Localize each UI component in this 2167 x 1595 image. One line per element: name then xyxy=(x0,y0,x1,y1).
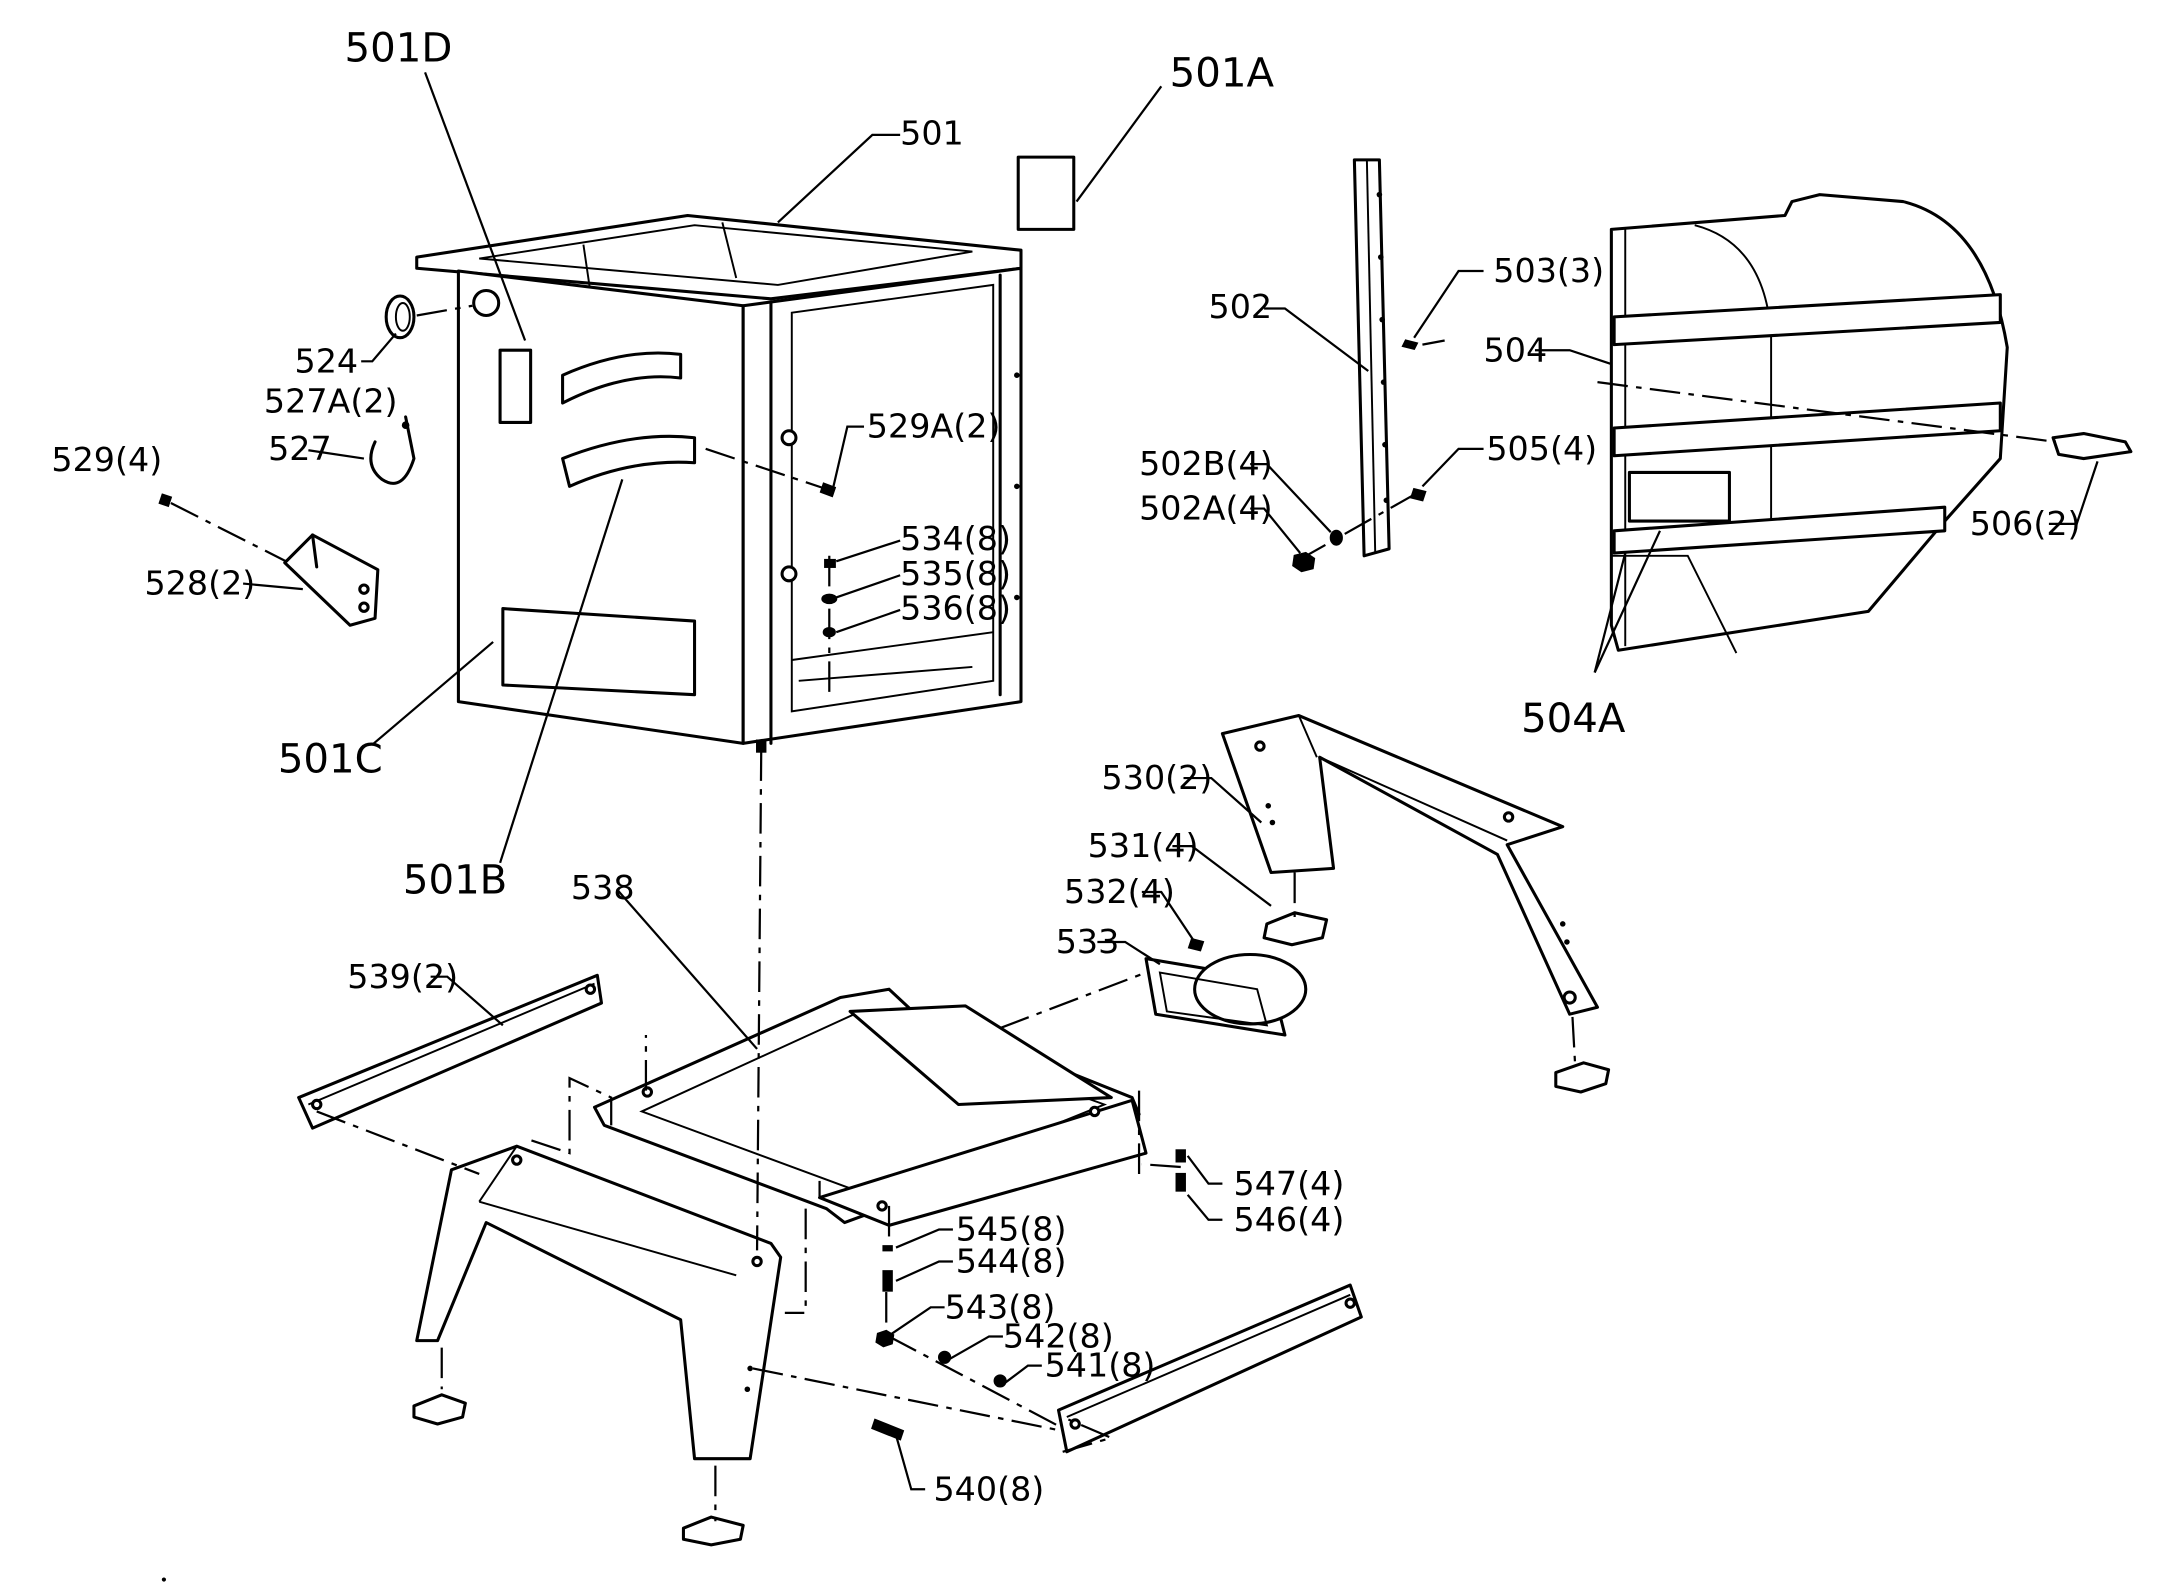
label-534: 534(8) xyxy=(900,519,1011,558)
assembly-lines xyxy=(170,304,2057,1522)
label-504a: 504A xyxy=(1521,696,1626,742)
label-527a: 527A(2) xyxy=(264,382,398,421)
foot-left-a xyxy=(412,1393,467,1426)
label-502: 502 xyxy=(1209,287,1273,326)
label-541: 541(8) xyxy=(1045,1346,1156,1385)
leg-left xyxy=(415,1144,783,1461)
base-frame-538 xyxy=(593,987,1148,1227)
label-501d: 501D xyxy=(344,25,452,71)
label-530: 530(2) xyxy=(1102,758,1213,797)
label-529a: 529A(2) xyxy=(867,407,1001,446)
foot-531b xyxy=(1554,1061,1611,1094)
plate-501a xyxy=(1016,155,1076,231)
label-506: 506(2) xyxy=(1970,504,2081,543)
label-501a: 501A xyxy=(1170,50,1275,96)
label-545: 545(8) xyxy=(956,1210,1067,1249)
bolt-540 xyxy=(871,1418,905,1441)
label-543: 543(8) xyxy=(945,1287,1056,1326)
label-532: 532(4) xyxy=(1064,872,1175,911)
label-501: 501 xyxy=(900,114,964,153)
label-504: 504 xyxy=(1484,330,1548,369)
rail-541 xyxy=(1056,1283,1363,1454)
cabinet-501 xyxy=(415,213,1023,753)
grommet-524 xyxy=(384,294,416,340)
label-547: 547(4) xyxy=(1234,1164,1345,1203)
bar-502 xyxy=(1352,158,1391,558)
knob-506 xyxy=(2051,432,2133,461)
rail-539 xyxy=(297,973,604,1130)
label-546: 546(4) xyxy=(1234,1200,1345,1239)
washer-541 xyxy=(993,1374,1007,1388)
bolt-546 xyxy=(1175,1172,1186,1192)
label-536: 536(8) xyxy=(900,589,1011,628)
label-538: 538 xyxy=(571,868,635,907)
label-501b: 501B xyxy=(403,857,507,903)
label-505: 505(4) xyxy=(1486,429,1597,468)
bolt-544 xyxy=(882,1270,893,1292)
guard-504 xyxy=(1609,193,2009,654)
screw-529 xyxy=(158,493,173,508)
label-528: 528(2) xyxy=(144,564,255,603)
label-542: 542(8) xyxy=(1003,1317,1114,1356)
label-502a: 502A(4) xyxy=(1139,489,1273,528)
nut-543 xyxy=(875,1329,895,1348)
leg-530 xyxy=(1220,714,1599,1016)
washer-545 xyxy=(882,1245,893,1252)
screw-529a xyxy=(819,482,837,498)
screw-503 xyxy=(1401,339,1419,351)
label-527: 527 xyxy=(268,429,332,468)
label-502b: 502B(4) xyxy=(1139,444,1273,483)
label-529: 529(4) xyxy=(51,440,162,479)
nut-502a xyxy=(1292,551,1316,573)
screw-532 xyxy=(1187,937,1205,952)
label-544: 544(8) xyxy=(956,1242,1067,1281)
dust-port-533 xyxy=(1144,952,1308,1037)
part-labels: 501D 501A 501 524 527A(2) 527 529(4) 528… xyxy=(51,25,2080,1508)
label-524: 524 xyxy=(294,341,358,380)
label-539: 539(2) xyxy=(347,957,458,996)
hook-527 xyxy=(369,415,416,485)
bracket-528 xyxy=(283,533,380,627)
foot-531 xyxy=(1262,911,1329,947)
label-533: 533 xyxy=(1056,922,1120,961)
foot-left-b xyxy=(681,1515,745,1547)
stray-dot xyxy=(161,1577,166,1582)
bolt-547 xyxy=(1175,1149,1186,1163)
leader-lines xyxy=(242,72,2099,1491)
label-535: 535(8) xyxy=(900,554,1011,593)
label-531: 531(4) xyxy=(1088,826,1199,865)
label-503: 503(3) xyxy=(1493,251,1604,290)
washer-542 xyxy=(937,1350,952,1364)
label-501c: 501C xyxy=(278,736,383,782)
label-540: 540(8) xyxy=(933,1469,1044,1508)
